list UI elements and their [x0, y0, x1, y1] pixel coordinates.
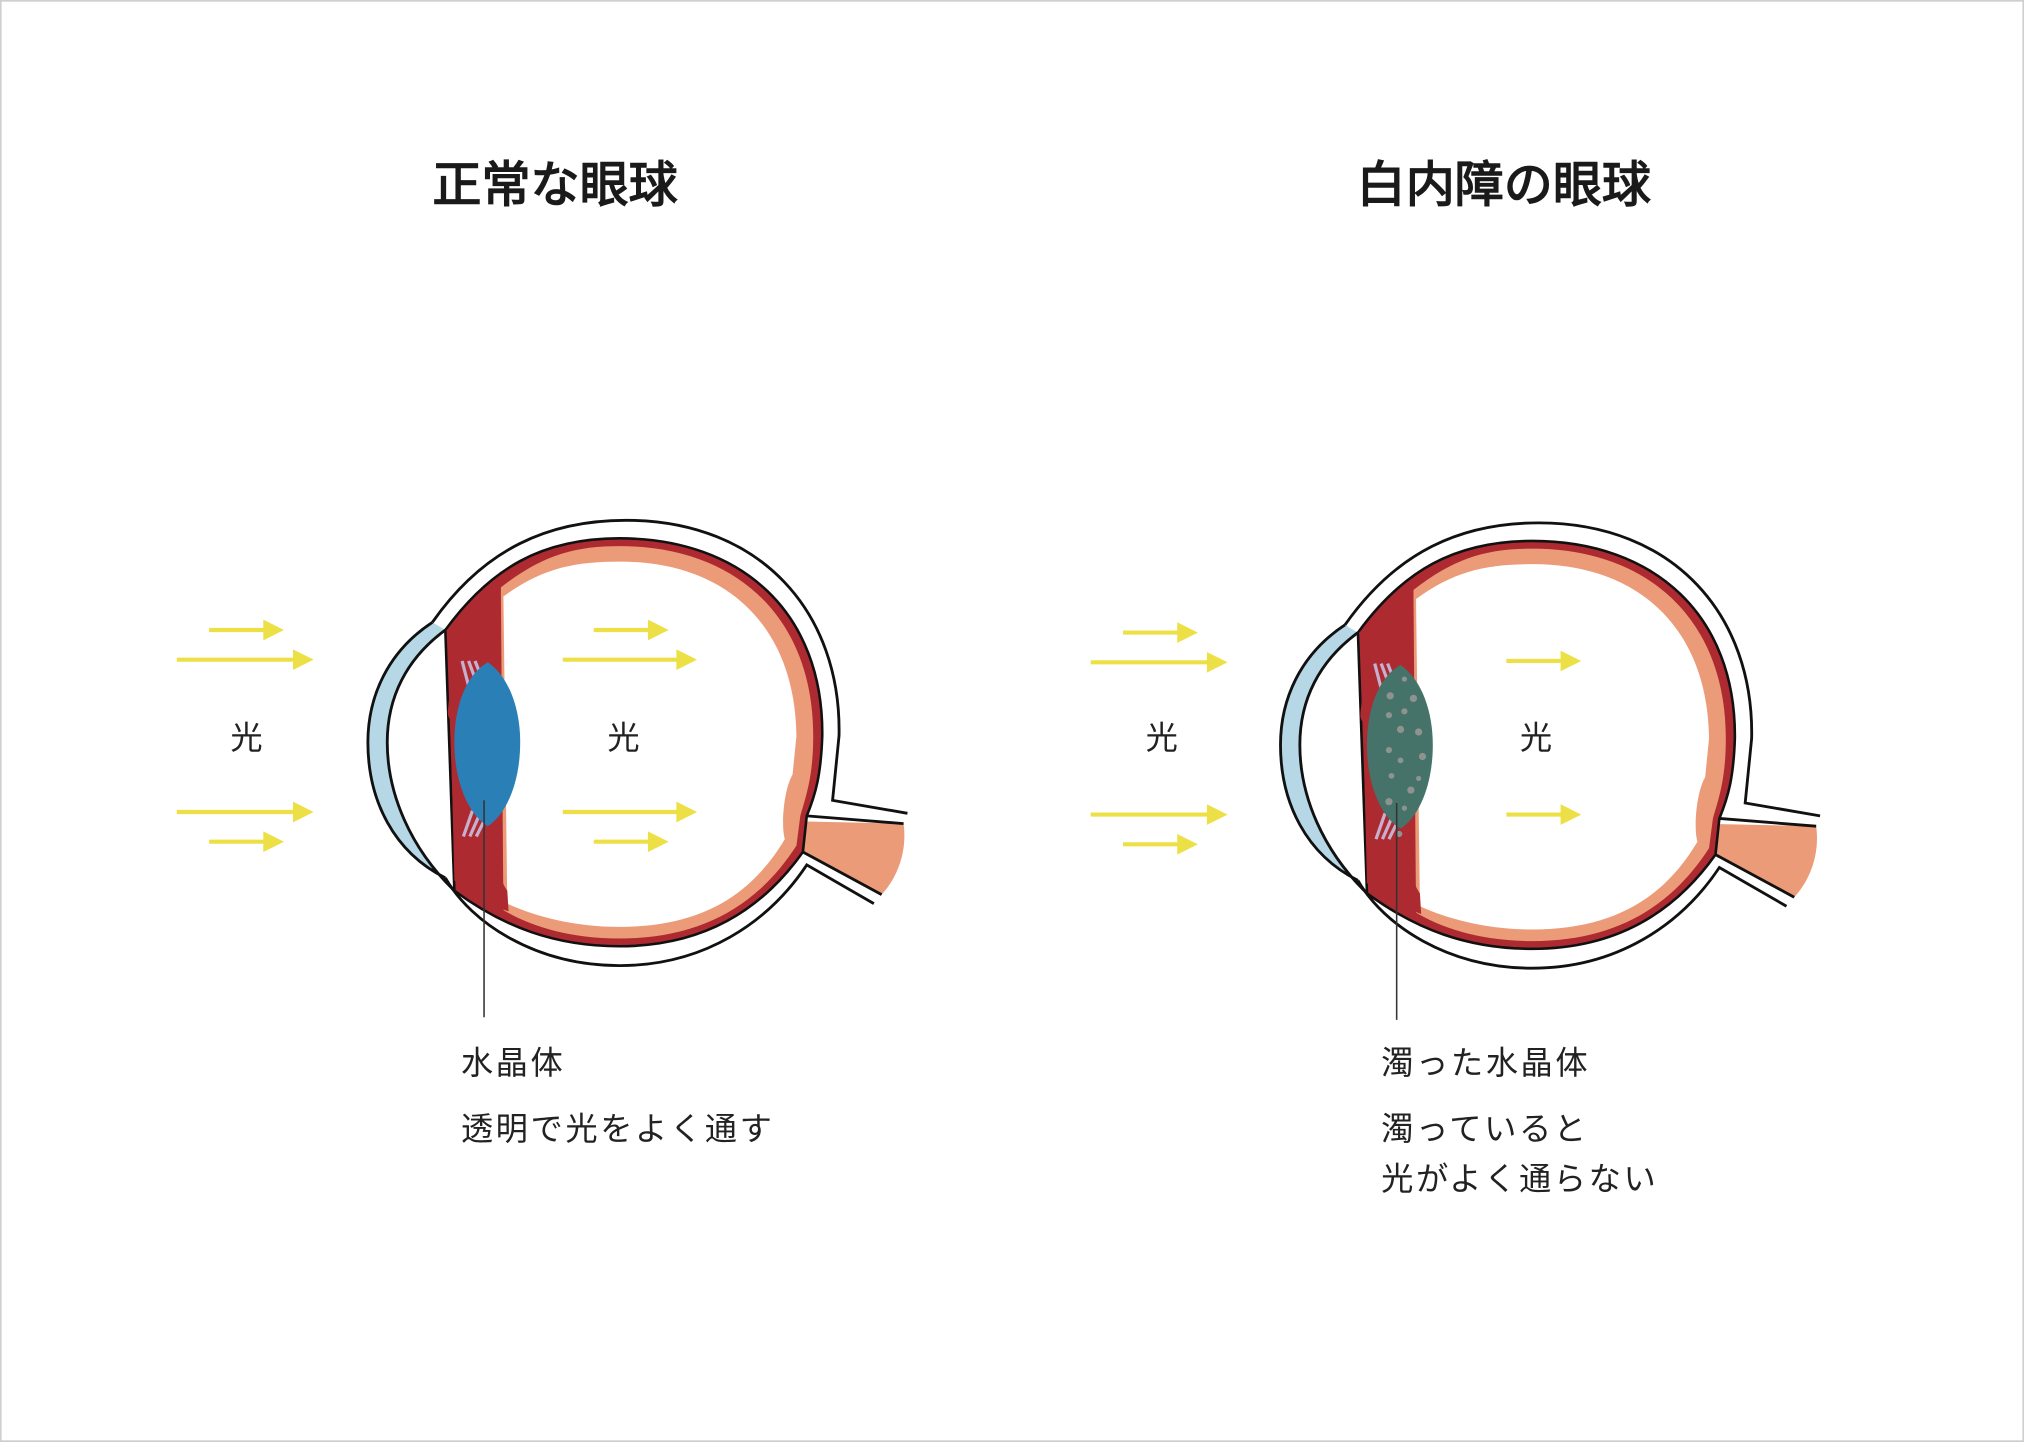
light-arrow-icon — [562, 649, 698, 671]
light-arrow-icon — [1123, 622, 1198, 643]
opacity-spot — [1407, 786, 1415, 794]
light-arrow-icon — [1090, 804, 1228, 825]
opacity-spot — [1388, 772, 1395, 779]
light-label-inside-left: 光 — [607, 719, 639, 757]
light-arrow-icon — [176, 649, 314, 671]
nerve-inner-outline — [1714, 817, 1817, 899]
opacity-spot — [1396, 725, 1405, 734]
cloudy-lens-caption-line1: 濁っていると — [1381, 1110, 1588, 1148]
cornea-outline — [366, 621, 456, 892]
optic-nerve — [1697, 823, 1817, 898]
cloudy-lens-caption-line2: 光がよく通らない — [1381, 1160, 1658, 1198]
light-arrow-icon — [1506, 804, 1582, 825]
light-label-outside-left: 光 — [230, 719, 262, 757]
cataract-eyeball — [1279, 521, 1821, 1020]
light-label-outside-right: 光 — [1146, 719, 1178, 757]
opacity-spot — [1385, 746, 1393, 754]
light-arrow-icon — [562, 801, 698, 823]
ciliary-body-top — [1359, 589, 1414, 724]
cornea-outline — [1279, 623, 1368, 895]
light-arrow-icon — [209, 619, 284, 641]
vitreous-body — [1416, 564, 1710, 930]
opacity-spot — [1401, 805, 1407, 811]
lens-caption-desc: 透明で光をよく通す — [461, 1110, 775, 1148]
ciliary-body-bottom — [1364, 773, 1422, 914]
light-arrow-icon — [1123, 833, 1198, 855]
opacity-spot — [1386, 692, 1394, 700]
opacity-spot — [1401, 676, 1407, 682]
light-arrow-icon — [1506, 650, 1582, 672]
light-arrow-icon — [593, 831, 669, 853]
opacity-spot — [1418, 752, 1427, 761]
cataract-eye-title: 白内障の眼球 — [1357, 155, 1652, 213]
cloudy-lens-caption-title: 濁った水晶体 — [1381, 1044, 1590, 1082]
normal-eyeball — [366, 518, 908, 1018]
opacity-spot — [1397, 757, 1404, 764]
light-arrow-icon — [176, 801, 314, 823]
lens-caption-title: 水晶体 — [461, 1044, 566, 1082]
opacity-spot — [1385, 712, 1393, 719]
normal-eye-title: 正常な眼球 — [432, 155, 678, 213]
opacity-spot — [1401, 708, 1408, 715]
vitreous-body — [503, 561, 797, 927]
light-label-inside-right: 光 — [1520, 719, 1552, 757]
opacity-spots — [1385, 676, 1427, 838]
opacity-spot — [1396, 830, 1403, 838]
light-arrow-icon — [1090, 651, 1228, 673]
nerve-inner-outline — [802, 814, 904, 896]
opacity-spot — [1385, 798, 1393, 806]
ciliary-body-top — [446, 587, 501, 721]
light-arrow-icon — [593, 619, 669, 641]
opacity-spot — [1414, 728, 1423, 736]
ciliary-body-bottom — [451, 770, 509, 912]
opacity-spot — [1409, 694, 1418, 703]
lens-cloudy — [1366, 664, 1433, 829]
optic-nerve — [784, 821, 905, 895]
lens-clear — [454, 662, 521, 827]
opacity-spot — [1416, 775, 1422, 782]
light-arrow-icon — [209, 831, 284, 853]
